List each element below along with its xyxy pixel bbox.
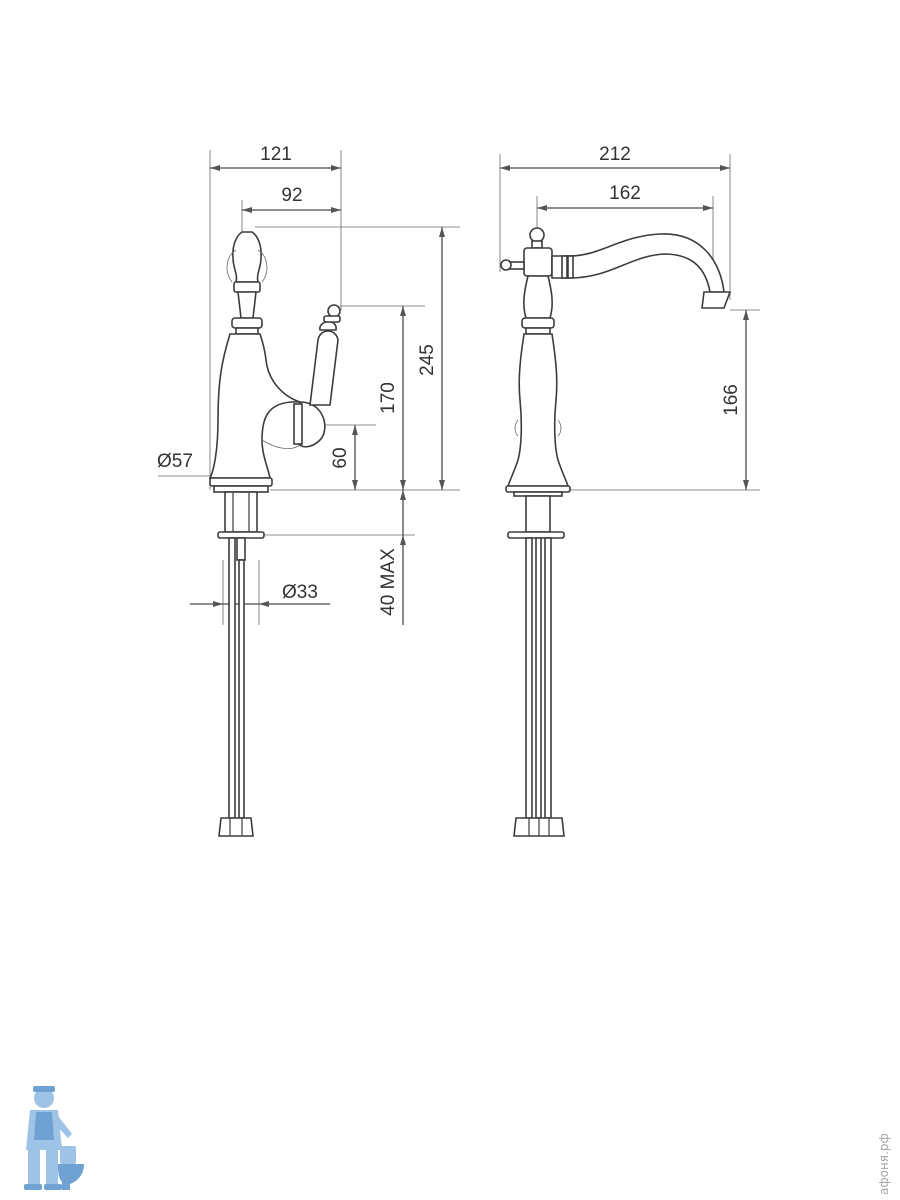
dim-label-d33: Ø33 <box>282 582 318 603</box>
dim-overall-width-right: 212 <box>499 144 731 300</box>
dim-label-121: 121 <box>260 144 292 165</box>
dim-shank-diameter: Ø33 <box>190 560 330 625</box>
dim-spout-reach: 162 <box>536 183 714 300</box>
dim-label-d57: Ø57 <box>157 451 193 472</box>
dim-label-92: 92 <box>281 185 302 206</box>
faucet-front-body <box>500 227 732 837</box>
dim-overall-width-left: 121 <box>209 144 342 490</box>
dim-label-60: 60 <box>330 447 351 468</box>
right-view: 212 162 166 <box>499 144 760 837</box>
dim-label-162: 162 <box>609 183 641 204</box>
dim-deck-thickness: 40 MAX <box>265 490 415 625</box>
plumber-mascot-icon <box>24 1086 84 1190</box>
dim-label-170: 170 <box>378 382 399 414</box>
dim-label-212: 212 <box>599 144 631 165</box>
watermark-text: афоня.рф <box>877 1133 891 1195</box>
dim-lever-height: 170 <box>340 305 425 490</box>
dim-spout-height: 166 <box>570 309 760 491</box>
dim-total-height: 245 <box>255 226 460 491</box>
dim-label-245: 245 <box>417 344 438 376</box>
dim-label-166: 166 <box>721 384 742 416</box>
faucet-side-body <box>208 231 341 837</box>
dim-label-40max: 40 MAX <box>378 548 399 616</box>
left-view: 121 92 245 170 <box>157 144 460 837</box>
dim-handle-offset: 92 <box>241 185 341 232</box>
